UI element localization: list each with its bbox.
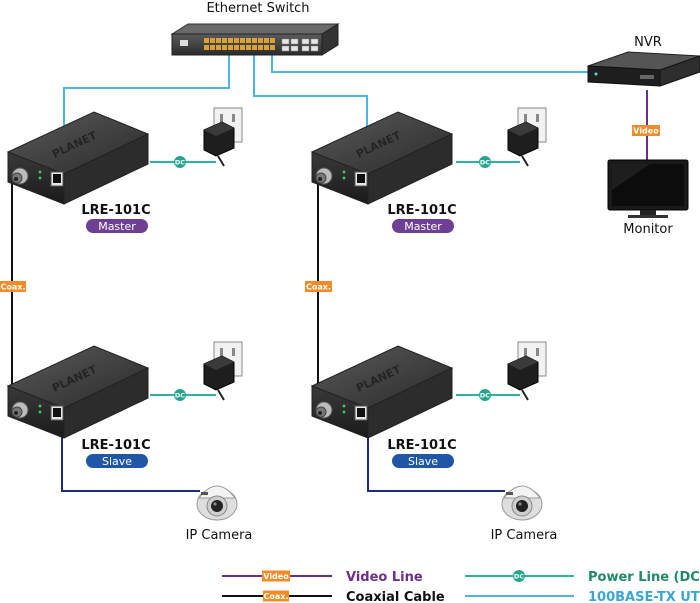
coax-tags: Coax. Coax. xyxy=(0,281,332,292)
camera-links xyxy=(61,420,505,492)
power-adapter xyxy=(203,107,243,167)
converter-role: Slave xyxy=(408,455,438,468)
monitor-device: Monitor xyxy=(607,159,689,237)
coax-lines xyxy=(11,182,319,410)
converter-model: LRE-101C xyxy=(81,438,150,453)
nvr-label: NVR xyxy=(634,35,662,50)
slave-badge xyxy=(392,454,454,468)
slave-badge xyxy=(86,454,148,468)
svg-text:DC: DC xyxy=(514,573,524,581)
power-adapter xyxy=(507,107,547,167)
converter-role: Master xyxy=(404,220,442,233)
svg-text:Video: Video xyxy=(633,127,659,136)
svg-text:DC: DC xyxy=(480,392,490,400)
camera-label: IP Camera xyxy=(491,528,558,543)
power-adapter xyxy=(203,341,243,401)
svg-text:Video: Video xyxy=(263,572,289,581)
switch-ports xyxy=(204,38,275,50)
svg-text:DC: DC xyxy=(175,392,185,400)
legend-utp: 100BASE-TX UTP xyxy=(588,590,700,603)
converter-slave-right: LRE-101C Slave xyxy=(311,345,457,468)
monitor-label: Monitor xyxy=(623,222,673,237)
converter-model: LRE-101C xyxy=(81,203,150,218)
converter-role: Master xyxy=(98,220,136,233)
svg-text:Coax.: Coax. xyxy=(264,592,289,601)
ip-camera-right: IP Camera xyxy=(491,485,558,543)
power-lines xyxy=(150,161,520,396)
power-adapter xyxy=(507,341,547,401)
converter-model: LRE-101C xyxy=(387,438,456,453)
svg-text:Coax.: Coax. xyxy=(306,283,331,292)
svg-text:Coax.: Coax. xyxy=(1,283,26,292)
camera-label: IP Camera xyxy=(186,528,253,543)
legend-video: Video Line xyxy=(346,570,423,585)
legend: Video Video Line Coax. Coaxial Cable DC … xyxy=(222,570,700,603)
converter-master-right: LRE-101C Master xyxy=(311,111,457,233)
master-badge xyxy=(86,219,148,233)
converter-model: LRE-101C xyxy=(387,203,456,218)
converter-slave-left: LRE-101C Slave xyxy=(7,345,151,468)
ip-camera-left: IP Camera xyxy=(186,485,253,543)
switch-label: Ethernet Switch xyxy=(206,1,309,16)
ethernet-switch: Ethernet Switch xyxy=(170,1,340,56)
video-tag: Video xyxy=(632,125,660,136)
converter-role: Slave xyxy=(102,455,132,468)
legend-coax: Coaxial Cable xyxy=(346,590,445,603)
legend-power: Power Line (DC) xyxy=(588,570,700,585)
master-badge xyxy=(392,219,454,233)
svg-text:DC: DC xyxy=(480,159,490,167)
svg-text:DC: DC xyxy=(175,159,185,167)
converter-master-left: LRE-101C Master xyxy=(7,111,151,233)
nvr-device: NVR xyxy=(587,35,700,87)
dc-tags: DC DC DC DC xyxy=(174,156,491,401)
